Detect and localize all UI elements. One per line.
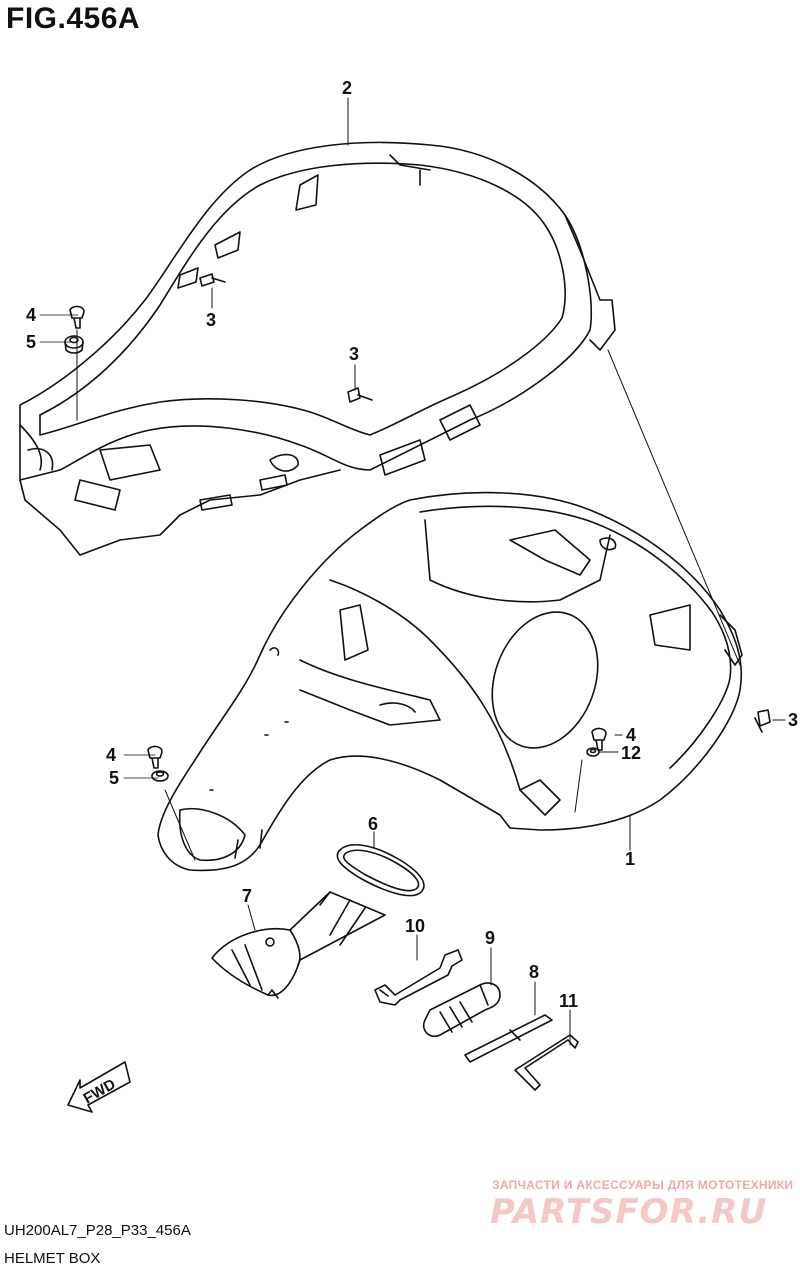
callout-3-upper: 3 xyxy=(206,310,216,330)
part-5-grommet-lower xyxy=(151,770,169,782)
leader-lines xyxy=(39,97,786,1046)
callout-labels: 2 4 5 3 3 3 4 12 4 5 1 6 7 10 9 8 11 FWD xyxy=(26,78,798,1107)
callout-5-upper: 5 xyxy=(26,332,36,352)
part-9-screwdriver-handle xyxy=(422,982,501,1038)
callout-6: 6 xyxy=(368,814,378,834)
callout-4-right: 4 xyxy=(626,725,636,745)
part-5-grommet-upper xyxy=(64,335,84,354)
fwd-arrow-icon xyxy=(67,1061,131,1113)
fwd-label: FWD xyxy=(81,1076,119,1108)
watermark-tagline: ЗАПЧАСТИ И АКСЕССУАРЫ ДЛЯ МОТОТЕХНИКИ xyxy=(492,1178,794,1192)
part-3-screw-middle xyxy=(347,387,373,403)
figure-name: HELMET BOX xyxy=(4,1250,101,1267)
callout-2: 2 xyxy=(342,78,352,98)
callout-12: 12 xyxy=(621,743,641,763)
figure-code: UH200AL7_P28_P33_456A xyxy=(4,1222,191,1239)
callout-4-upper: 4 xyxy=(26,305,36,325)
callout-3-right: 3 xyxy=(788,710,798,730)
part-4-bolt-upper xyxy=(69,305,85,329)
part-7-tool-bag xyxy=(211,891,386,999)
callout-11: 11 xyxy=(559,991,578,1011)
part-3-screw-upper xyxy=(199,273,226,287)
part-2-upper-rim xyxy=(19,141,616,556)
watermark-logo: PARTSFOR.RU xyxy=(490,1192,768,1232)
callout-10: 10 xyxy=(405,916,425,936)
callout-4-left: 4 xyxy=(106,745,116,765)
callout-5-left: 5 xyxy=(109,768,119,788)
part-11-hex-key xyxy=(514,1034,579,1091)
callout-7: 7 xyxy=(242,886,252,906)
part-4-bolt-lower-left xyxy=(147,745,163,769)
part-10-wrench xyxy=(374,949,463,1006)
part-3-screw-right xyxy=(754,709,771,733)
part-1-lower-tub xyxy=(157,491,743,872)
callout-8: 8 xyxy=(529,962,539,982)
part-4-bolt-lower-right xyxy=(591,727,607,751)
callout-9: 9 xyxy=(485,928,495,948)
figure-title: FIG.456A xyxy=(6,2,141,35)
part-8-screwdriver-bit xyxy=(464,1014,553,1063)
callout-1: 1 xyxy=(625,849,635,869)
part-6-seal-ring xyxy=(336,844,425,897)
callout-3-middle: 3 xyxy=(349,344,359,364)
part-12-washer xyxy=(586,747,600,757)
